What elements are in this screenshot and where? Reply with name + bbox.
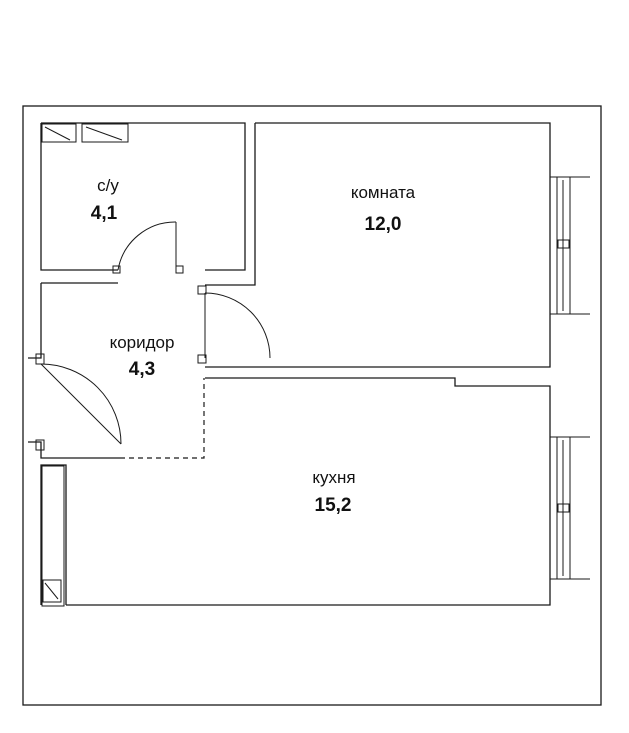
kitchen-name: кухня [312, 468, 355, 487]
kitchen-counter [41, 465, 65, 607]
bathroom-area: 4,1 [91, 203, 118, 224]
bathroom-fixtures [41, 123, 129, 143]
room-door [197, 285, 271, 364]
bathroom-door [112, 221, 184, 274]
kitchen-window [550, 436, 590, 580]
room-label: комната 12,0 [351, 183, 416, 235]
bathroom-name: с/у [97, 176, 119, 195]
kitchen-area: 15,2 [315, 495, 352, 516]
kitchen-walls [40, 377, 551, 606]
bathroom-label: с/у 4,1 [91, 176, 120, 224]
entrance-door [35, 353, 122, 451]
room-window [550, 176, 590, 315]
outer-walls [22, 105, 602, 706]
corridor-area: 4,3 [129, 359, 155, 380]
room-name: комната [351, 183, 416, 202]
corridor-walls [28, 282, 120, 459]
kitchen-label: кухня 15,2 [312, 468, 355, 516]
bathroom-walls [40, 122, 246, 271]
room-walls [205, 122, 551, 368]
corridor-label: коридор 4,3 [110, 333, 175, 380]
corridor-kitchen-opening [120, 378, 205, 459]
corridor-name: коридор [110, 333, 175, 352]
room-area: 12,0 [365, 214, 402, 235]
